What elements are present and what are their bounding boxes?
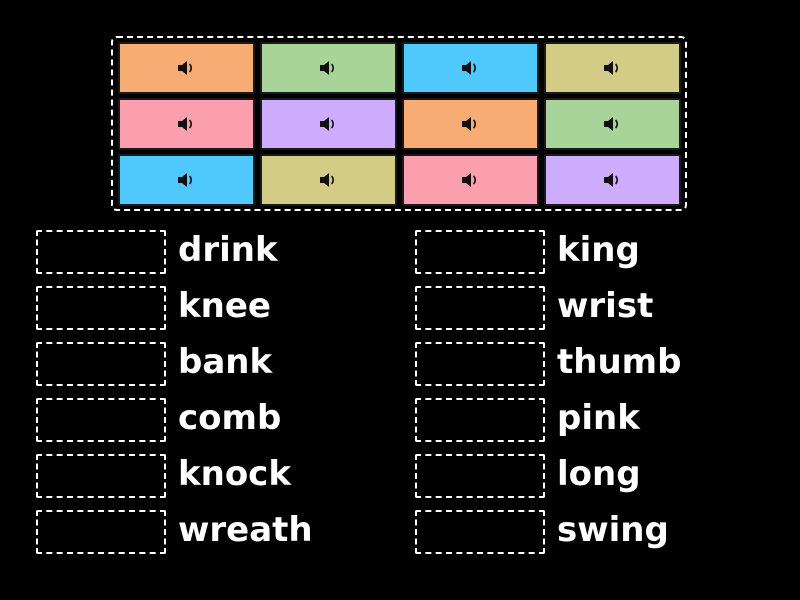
drop-slot[interactable] — [36, 454, 166, 498]
word-label[interactable]: knock — [178, 454, 291, 494]
speaker-icon — [460, 114, 482, 134]
audio-tile[interactable] — [118, 98, 255, 150]
word-label[interactable]: knee — [178, 286, 271, 326]
word-label[interactable]: pink — [557, 398, 640, 438]
match-row: wrist — [415, 284, 755, 340]
word-label[interactable]: drink — [178, 230, 278, 270]
audio-tile[interactable] — [402, 154, 539, 206]
speaker-icon — [460, 170, 482, 190]
speaker-icon — [176, 58, 198, 78]
drop-slot[interactable] — [36, 286, 166, 330]
audio-tile[interactable] — [544, 98, 681, 150]
audio-tile[interactable] — [118, 42, 255, 94]
match-row: knee — [36, 284, 376, 340]
match-row: knock — [36, 452, 376, 508]
match-row: drink — [36, 228, 376, 284]
speaker-icon — [318, 58, 340, 78]
word-column-right: king wrist thumb pink long swing — [415, 228, 755, 564]
word-column-left: drink knee bank comb knock wreath — [36, 228, 376, 564]
match-row: thumb — [415, 340, 755, 396]
audio-tile-grid — [111, 36, 687, 211]
speaker-icon — [176, 170, 198, 190]
match-row: bank — [36, 340, 376, 396]
speaker-icon — [602, 170, 624, 190]
word-label[interactable]: long — [557, 454, 641, 494]
drop-slot[interactable] — [36, 398, 166, 442]
word-label[interactable]: king — [557, 230, 640, 270]
drop-slot[interactable] — [415, 510, 545, 554]
match-row: comb — [36, 396, 376, 452]
drop-slot[interactable] — [415, 398, 545, 442]
word-label[interactable]: thumb — [557, 342, 682, 382]
match-row: swing — [415, 508, 755, 564]
word-label[interactable]: wrist — [557, 286, 654, 326]
audio-tile[interactable] — [402, 42, 539, 94]
speaker-icon — [176, 114, 198, 134]
speaker-icon — [602, 114, 624, 134]
audio-tile[interactable] — [260, 98, 397, 150]
match-row: pink — [415, 396, 755, 452]
word-label[interactable]: wreath — [178, 510, 313, 550]
speaker-icon — [318, 114, 340, 134]
audio-tile[interactable] — [402, 98, 539, 150]
match-row: king — [415, 228, 755, 284]
drop-slot[interactable] — [415, 286, 545, 330]
word-label[interactable]: bank — [178, 342, 273, 382]
match-row: long — [415, 452, 755, 508]
audio-tile[interactable] — [260, 42, 397, 94]
audio-tile[interactable] — [118, 154, 255, 206]
drop-slot[interactable] — [415, 454, 545, 498]
drop-slot[interactable] — [415, 342, 545, 386]
drop-slot[interactable] — [36, 510, 166, 554]
match-row: wreath — [36, 508, 376, 564]
drop-slot[interactable] — [36, 230, 166, 274]
speaker-icon — [602, 58, 624, 78]
word-label[interactable]: comb — [178, 398, 282, 438]
audio-tile[interactable] — [260, 154, 397, 206]
audio-tile[interactable] — [544, 154, 681, 206]
audio-tile[interactable] — [544, 42, 681, 94]
drop-slot[interactable] — [36, 342, 166, 386]
speaker-icon — [318, 170, 340, 190]
speaker-icon — [460, 58, 482, 78]
word-label[interactable]: swing — [557, 510, 669, 550]
drop-slot[interactable] — [415, 230, 545, 274]
